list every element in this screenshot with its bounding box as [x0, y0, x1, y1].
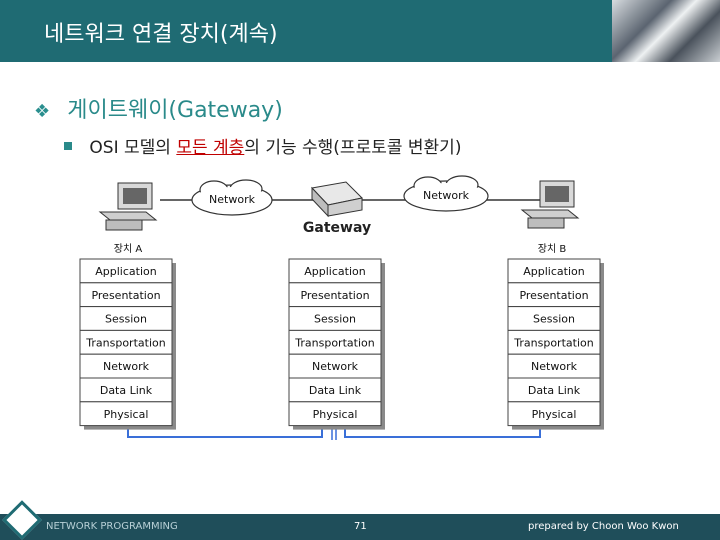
osi-layer-label: Physical: [313, 408, 358, 421]
osi-layer-label: Network: [531, 360, 578, 373]
cloud-icon: [403, 175, 489, 212]
osi-stack-b: ApplicationPresentationSessionTransporta…: [507, 258, 604, 430]
network-right-label: Network: [423, 189, 470, 202]
bullet-osi-prefix: OSI 모델의: [89, 138, 177, 158]
connection-lines: [127, 425, 541, 440]
square-bullet-icon: [64, 142, 72, 150]
osi-layer-label: Session: [105, 313, 147, 326]
header-decoration: [612, 0, 720, 62]
osi-layer-label: Application: [304, 265, 365, 278]
osi-layer-label: Physical: [532, 408, 577, 421]
bullet-osi-underlined: 모든 계층: [176, 138, 245, 158]
bullet-osi: OSI 모델의 모든 계층의 기능 수행(프로토콜 변환기): [64, 133, 461, 158]
osi-layer-label: Application: [95, 265, 156, 278]
footer-author: prepared by Choon Woo Kwon: [528, 521, 679, 532]
osi-layer-label: Data Link: [309, 384, 362, 397]
osi-layer-box: [79, 401, 173, 427]
osi-layer-label: Transportation: [85, 336, 165, 349]
osi-layer-label: Transportation: [294, 336, 374, 349]
osi-layer-box: [507, 401, 601, 427]
bullet-gateway: ❖ 게이트웨이(Gateway): [34, 92, 283, 124]
device-b-label: 장치 B: [538, 243, 567, 255]
device-a-label: 장치 A: [114, 243, 143, 255]
network-left-label: Network: [209, 193, 256, 206]
footer-course: NETWORK PROGRAMMING: [46, 521, 178, 532]
osi-stack-a: ApplicationPresentationSessionTransporta…: [79, 258, 176, 430]
osi-layer-label: Presentation: [91, 289, 160, 302]
gateway-label: Gateway: [303, 220, 371, 236]
osi-layer-label: Session: [533, 313, 575, 326]
page-number: 71: [354, 521, 367, 532]
osi-layer-label: Physical: [104, 408, 149, 421]
osi-layer-label: Data Link: [100, 384, 153, 397]
footer-bar: [0, 514, 720, 540]
osi-layer-label: Transportation: [513, 336, 593, 349]
gateway-diagram: Network Network Gateway 장치 A 장치 B Applic…: [79, 175, 604, 440]
osi-layer-label: Presentation: [519, 289, 588, 302]
computer-icon: [98, 182, 158, 231]
osi-layer-label: Network: [103, 360, 150, 373]
osi-layer-label: Application: [523, 265, 584, 278]
header-bar: 네트워크 연결 장치(계속): [0, 0, 720, 62]
osi-layer-box: [288, 401, 382, 427]
diamond-bullet-icon: ❖: [34, 101, 51, 122]
bullet-gateway-text: 게이트웨이(Gateway): [67, 98, 283, 123]
osi-layer-label: Session: [314, 313, 356, 326]
gateway-device-icon: [311, 181, 364, 218]
bullet-osi-suffix: 의 기능 수행(프로토콜 변환기): [244, 138, 462, 158]
osi-layer-label: Data Link: [528, 384, 581, 397]
cloud-icon: [191, 179, 273, 216]
computer-icon: [520, 180, 580, 229]
osi-layer-label: Network: [312, 360, 359, 373]
osi-layer-label: Presentation: [300, 289, 369, 302]
page-title: 네트워크 연결 장치(계속): [44, 22, 278, 47]
osi-stack-gateway: ApplicationPresentationSessionTransporta…: [288, 258, 385, 430]
